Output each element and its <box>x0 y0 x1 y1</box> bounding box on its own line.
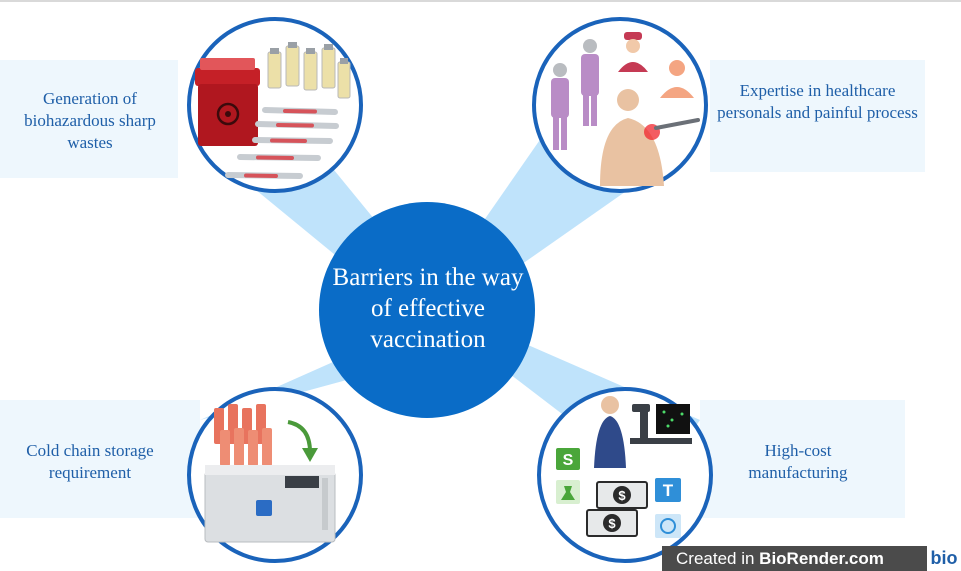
biorender-logo-icon: bio <box>927 546 961 571</box>
label-expertise: Expertise in healthcare personals and pa… <box>717 81 918 122</box>
money-icon: $ $ <box>586 481 648 537</box>
biorender-credit[interactable]: Created in BioRender.com bio <box>662 546 961 571</box>
band-cold-chain <box>0 400 200 518</box>
band-expertise <box>710 60 925 172</box>
currency-symbol-2: $ <box>608 516 616 531</box>
label-cold-chain: Cold chain storage requirement <box>26 441 154 482</box>
image-sharp-wastes <box>187 17 363 193</box>
science-letter: S <box>563 452 574 469</box>
band-sharp-wastes <box>0 60 178 178</box>
patient-injection-icon <box>600 89 700 186</box>
image-expertise <box>532 17 708 193</box>
vial-rack-icon <box>214 404 272 466</box>
sharps-container-icon <box>195 58 260 146</box>
label-high-cost: High-cost manufacturing <box>748 441 848 482</box>
hub-circle <box>319 202 535 418</box>
freezer-icon <box>204 465 336 543</box>
image-cold-chain <box>187 387 363 563</box>
healthcare-workers-icon <box>551 32 694 150</box>
currency-symbol-1: $ <box>618 488 626 503</box>
transfer-arrow-icon <box>287 420 312 453</box>
credit-prefix: Created in <box>676 549 760 568</box>
image-high-cost: S $ $ T <box>537 387 713 563</box>
syringes-icon <box>225 107 339 179</box>
hub-title: Barriers in the way of effective vaccina… <box>332 264 524 353</box>
label-sharp-wastes: Generation of biohazardous sharp wastes <box>24 89 156 152</box>
vials-icon <box>267 42 351 99</box>
technology-t-icon: T <box>655 478 681 538</box>
band-high-cost <box>700 400 905 518</box>
technology-letter: T <box>663 481 674 500</box>
top-border-line <box>0 0 961 2</box>
scientist-microscope-icon <box>594 396 692 468</box>
science-s-icon: S <box>556 448 580 504</box>
credit-brand: BioRender.com <box>759 549 884 568</box>
